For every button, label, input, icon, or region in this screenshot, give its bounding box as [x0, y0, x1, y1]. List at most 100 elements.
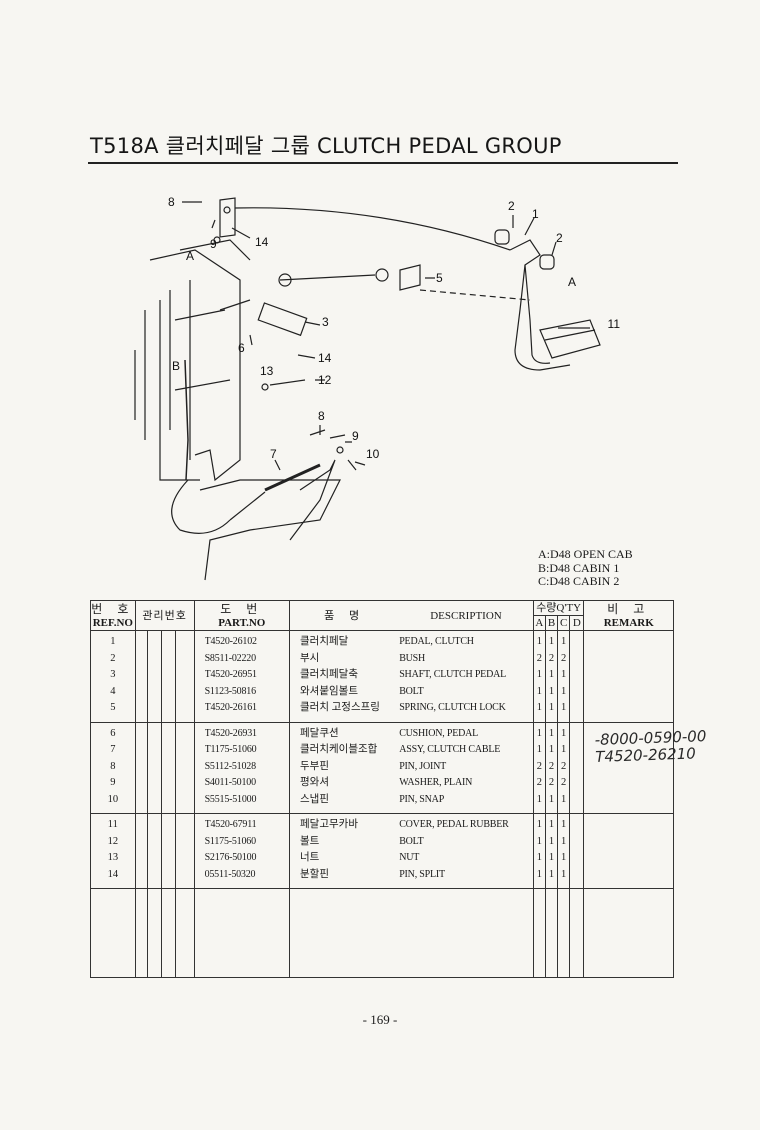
table-cell: 1 [536, 669, 542, 680]
empty-cell [569, 888, 585, 978]
title-rule [88, 162, 678, 164]
table-cell: S5515-51000 [204, 793, 257, 805]
handwritten-note: -8000-0590-00 T4520-26210 [594, 727, 707, 766]
callout-5: 5 [436, 271, 443, 285]
cell-blank [161, 721, 177, 814]
table-cell: 1 [561, 669, 567, 680]
table-cell: 2 [548, 760, 555, 772]
table-cell: 14 [107, 868, 119, 880]
callout-6: 6 [238, 341, 245, 355]
cell-blank [134, 813, 148, 889]
table-cell: 5 [110, 702, 116, 713]
table-cell: T1175-51060 [204, 744, 257, 755]
table-cell: 1 [548, 744, 555, 755]
header-name: 품 명 [289, 600, 400, 631]
cab-legend: A:D48 OPEN CAB B:D48 CABIN 1 C:D48 CABIN… [538, 547, 633, 589]
table-cell: 1 [536, 852, 542, 863]
table-cell: 4 [110, 685, 116, 697]
cell-blank [583, 813, 674, 889]
callout-9: 9 [210, 237, 217, 251]
table-cell: S5112-51028 [204, 760, 257, 772]
exploded-parts-diagram: 8 9 14 2 1 2 A A 5 3 6 14 B 13 12 11 8 9… [134, 195, 620, 581]
table-cell: 1 [548, 819, 555, 830]
callout-13: 13 [260, 364, 274, 378]
table-cell: NUT [399, 852, 420, 863]
table-cell: 1 [536, 819, 542, 830]
table-cell: S4011-50100 [204, 777, 257, 788]
table-cell: 1 [536, 636, 542, 647]
table-cell: S1123-50816 [204, 685, 257, 697]
table-cell: 1 [548, 852, 555, 863]
table-cell: 클러치 고정스프링 [300, 702, 380, 713]
table-cell: 1 [561, 744, 567, 755]
table-cell: 1 [561, 702, 567, 713]
callout-2: 2 [508, 199, 515, 213]
table-cell: 1 [561, 852, 567, 863]
empty-cell [289, 888, 400, 978]
header-part: 도 번 PART.NO [193, 600, 291, 631]
table-cell: 볼트 [300, 835, 320, 847]
table-cell: 1 [548, 835, 555, 847]
table-cell: 1 [536, 835, 542, 847]
table-cell: 2 [561, 760, 567, 772]
page-number: - 169 - [362, 1012, 398, 1027]
callout-1: 1 [532, 207, 539, 221]
callout-11: 11 [608, 317, 620, 331]
table-cell: 11 [107, 819, 118, 830]
table-cell: 12 [107, 835, 119, 847]
legend-b: B:D48 CABIN 1 [538, 560, 620, 575]
table-cell: S2176-50100 [204, 852, 257, 863]
empty-cell [134, 888, 148, 978]
cell-blank [146, 721, 163, 814]
cell-blank [583, 721, 674, 814]
header-qty: 수량Q'TY [532, 600, 585, 616]
table-cell: 1 [548, 685, 555, 697]
table-cell: 와셔붙임볼트 [300, 685, 358, 697]
empty-cell [146, 888, 163, 978]
table-cell: 2 [536, 777, 542, 788]
cell-blank [161, 630, 177, 723]
table-cell: 1 [536, 744, 542, 755]
table-cell: 1 [561, 835, 567, 847]
table-empty-row [90, 888, 674, 978]
table-cell: SHAFT, CLUTCH PEDAL [399, 669, 507, 680]
empty-cell [161, 888, 177, 978]
cell-blank [146, 813, 163, 889]
table-cell: 1 [561, 727, 567, 739]
header-qty-c: C [557, 615, 571, 631]
empty-cell [544, 888, 559, 978]
table-cell: 페달쿠션 [300, 727, 339, 739]
cell-blank [569, 813, 585, 889]
table-cell: T4520-26931 [204, 727, 257, 739]
table-cell: 1 [548, 636, 555, 647]
cell-blank [569, 630, 585, 723]
table-cell: 페달고무카바 [300, 819, 358, 830]
table-cell: 1 [536, 702, 542, 713]
header-qty-a: A [532, 615, 546, 631]
table-cell: 7 [110, 744, 116, 755]
cell-blank [134, 630, 148, 723]
table-cell: 1 [548, 669, 555, 680]
table-cell: 부시 [300, 652, 320, 664]
table-cell: PIN, SPLIT [399, 868, 445, 880]
table-cell: T4520-26951 [204, 669, 257, 680]
empty-cell [557, 888, 571, 978]
callout-14b: 14 [318, 351, 332, 365]
table-cell: 3 [110, 669, 116, 680]
table-cell: 2 [536, 652, 542, 664]
header-qty-b: B [544, 615, 559, 631]
